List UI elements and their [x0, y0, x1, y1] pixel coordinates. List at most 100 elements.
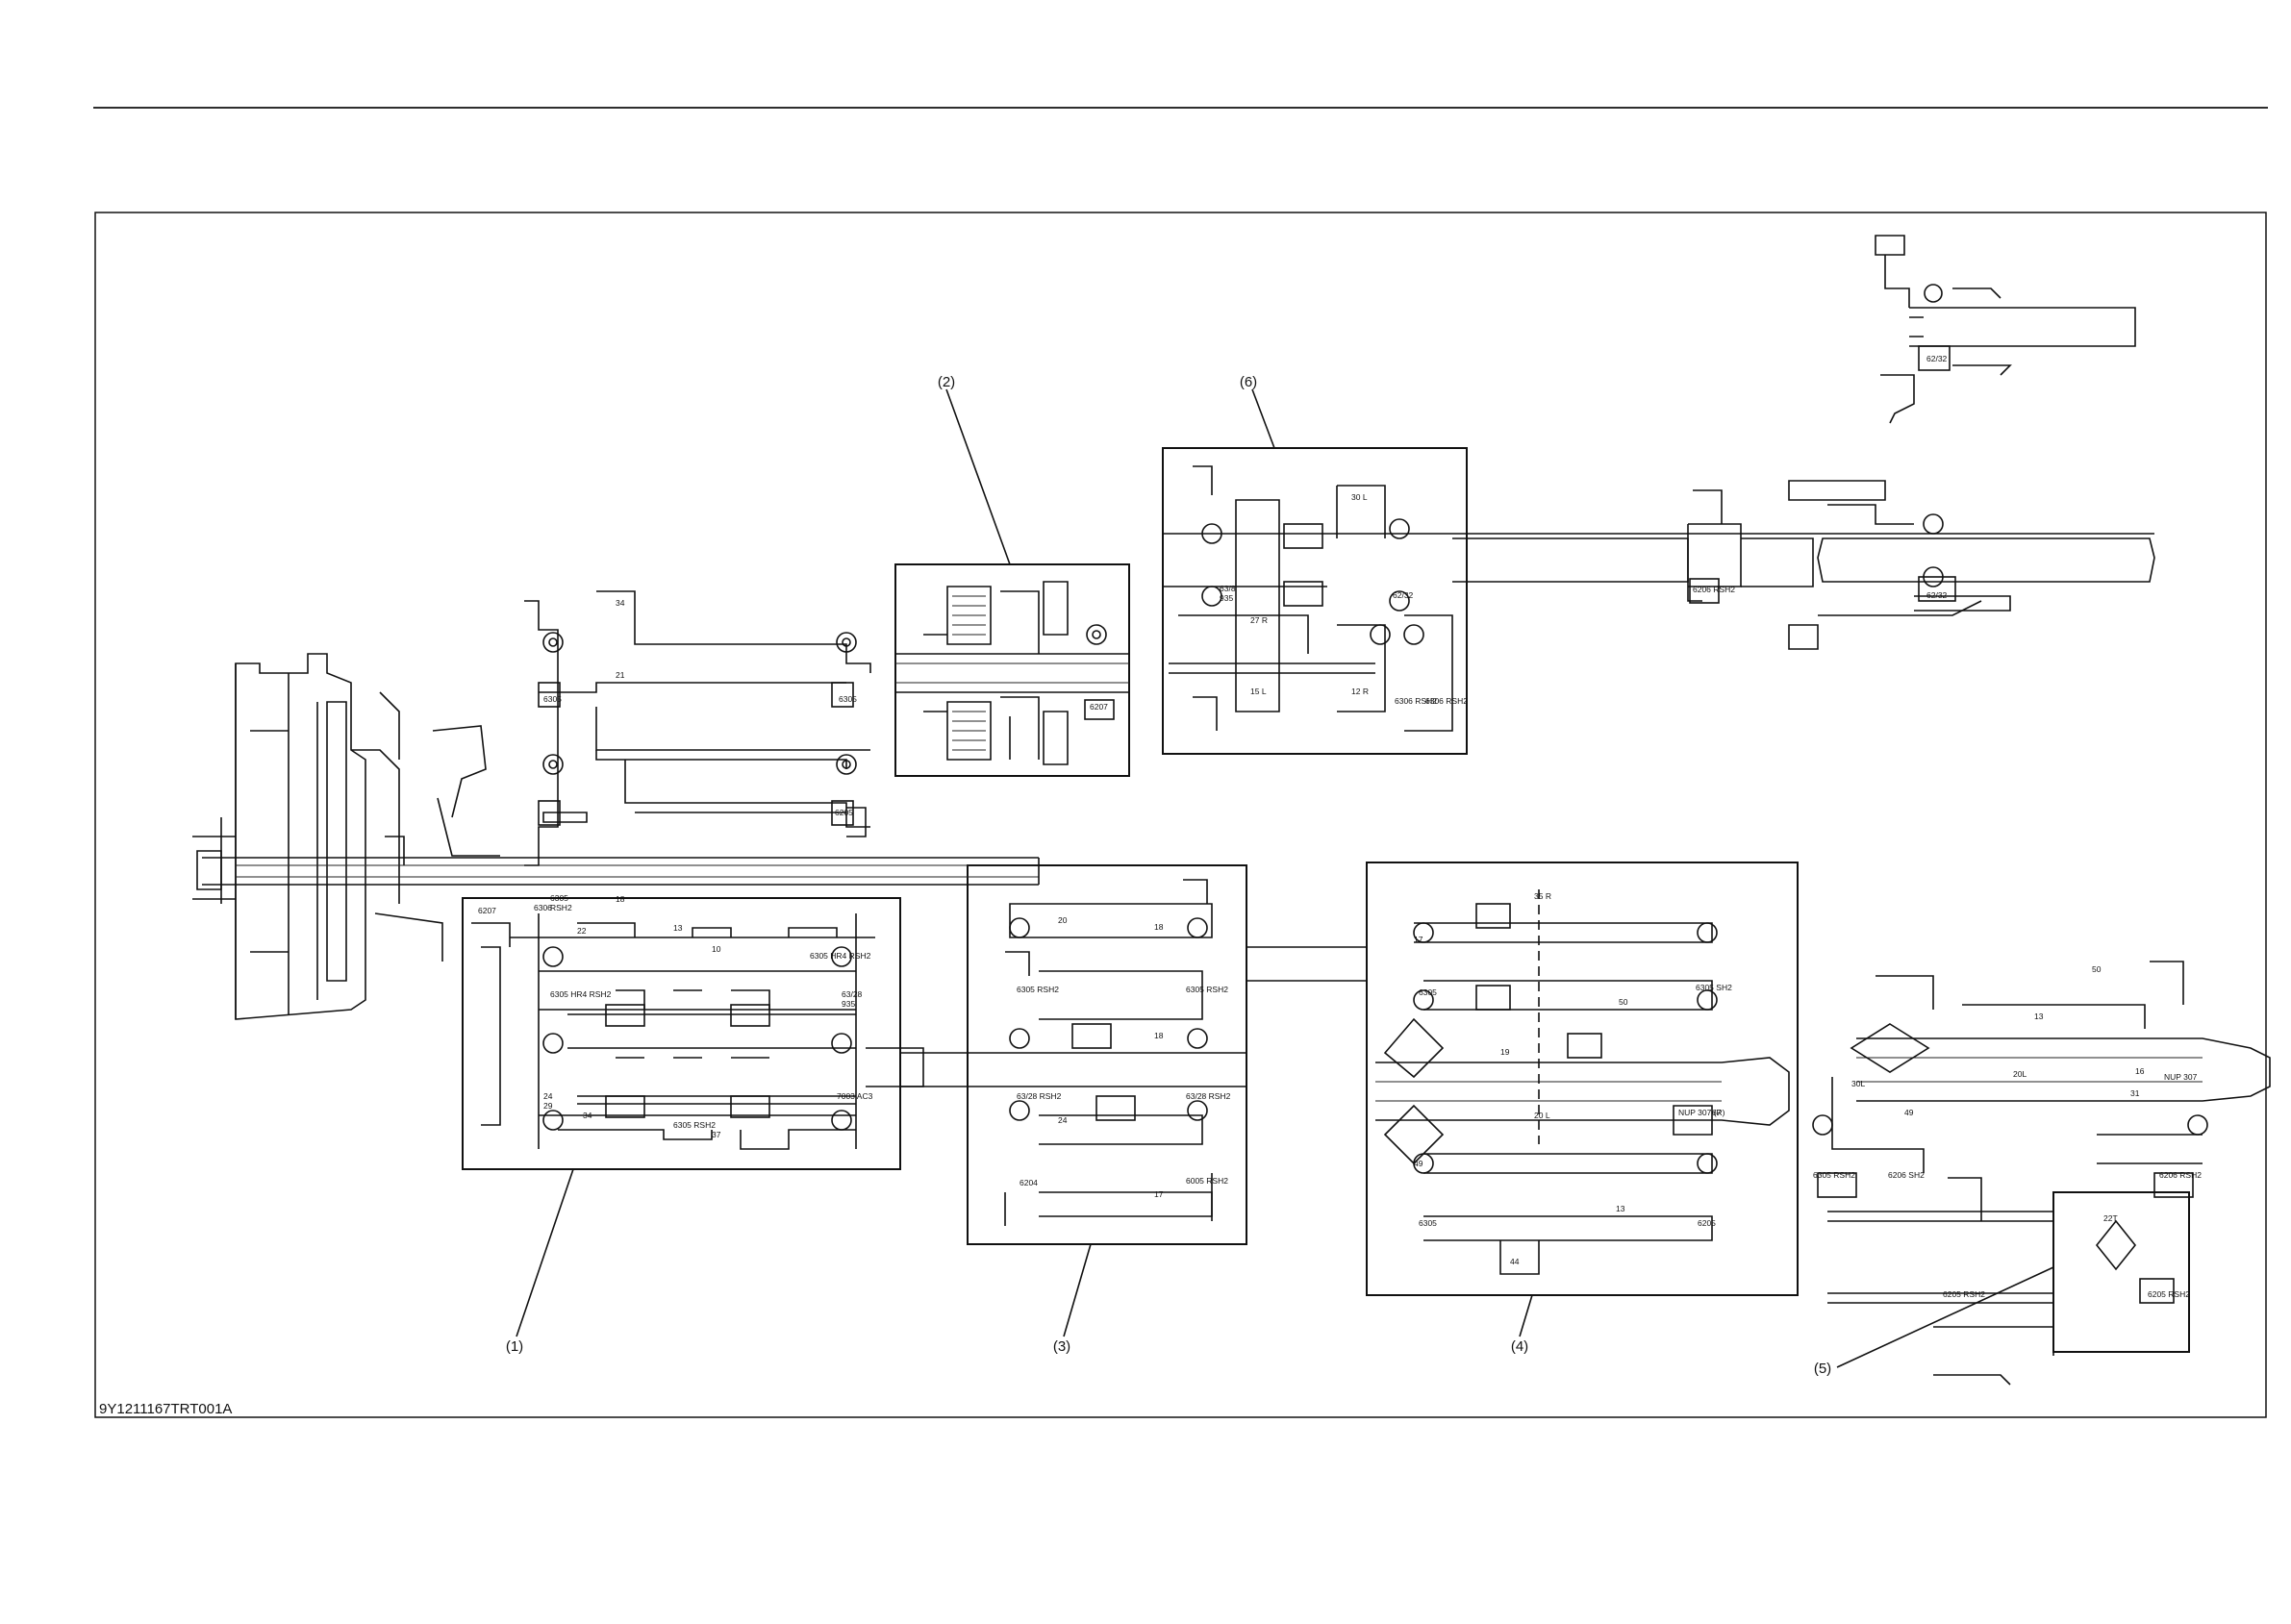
part-label-frame6-2: 935	[1220, 593, 1233, 603]
part-label-frame5-area-8: 6305 RSH2	[1813, 1170, 1855, 1180]
part-label-frame5-area-7: 31	[2130, 1088, 2140, 1098]
part-label-frame4-3: 50	[1619, 997, 1628, 1007]
frame-4-gearing-drawing	[1375, 889, 1790, 1275]
part-label-frame1-8: 6305 HR4 RSH2	[810, 951, 871, 961]
leader-line-6	[1251, 388, 1275, 449]
part-label-frame1-14: 34	[583, 1111, 592, 1120]
part-label-frame6-5: 15 L	[1250, 687, 1267, 696]
part-label-frame6-6: 12 R	[1351, 687, 1369, 696]
part-label-frame1-16: 37	[712, 1130, 721, 1139]
detail-frame-2	[894, 563, 1130, 777]
rear-output-shaft-drawing	[1452, 480, 2155, 650]
part-label-frame-top-left-1: 6305	[543, 694, 562, 704]
part-label-frame1-17: 7003 AC3	[837, 1091, 873, 1101]
part-label-frame1-2: 6306	[534, 903, 552, 912]
part-label-frame1-10: 63/28	[842, 989, 863, 999]
part-label-frame5-area-3: 20L	[2013, 1069, 2027, 1079]
frame-3-gearing-drawing	[899, 879, 1367, 1226]
part-label-frame6-3: 62/32	[1393, 590, 1414, 600]
part-label-frame1-5: 18	[616, 894, 625, 904]
part-label-frame5-area-10: 6206 RSH2	[2159, 1170, 2202, 1180]
part-label-frame4-5: 19	[1500, 1047, 1510, 1057]
part-label-frame3-10: 17	[1154, 1189, 1164, 1199]
part-label-frame6-1: 63/8	[1220, 584, 1236, 593]
detail-frame-5	[2052, 1191, 2190, 1353]
part-label-frame1-1: RSH2	[550, 903, 572, 912]
part-label-frame4-10: 13	[1616, 1204, 1625, 1213]
frame-6-gearing-drawing	[1163, 465, 2154, 732]
part-label-frame-right-top-2: 62/32	[1926, 590, 1948, 600]
part-label-frame4-13: 6205	[1698, 1218, 1716, 1228]
part-label-frame3-8: 6204	[1020, 1178, 1038, 1187]
part-label-frame4-1: 17	[1414, 935, 1423, 944]
part-label-frame1-6: 13	[673, 923, 683, 933]
part-label-frame1-3: 6207	[478, 906, 496, 915]
input-shaft-drawing	[202, 857, 1040, 886]
part-label-frame1-13: 29	[543, 1101, 553, 1111]
part-label-frame4-12: 44	[1510, 1257, 1520, 1266]
part-label-frame3-7: 63/28 RSH2	[1186, 1091, 1231, 1101]
part-label-frame3-6: 24	[1058, 1115, 1068, 1125]
upper-countershaft-drawing	[524, 590, 871, 866]
part-label-frame4-0: 35 R	[1534, 891, 1551, 901]
part-label-frame1-9: 6305 HR4 RSH2	[550, 989, 612, 999]
part-label-frame-top-left-3: 21	[616, 670, 625, 680]
part-label-frame6-8: 6306 RSH2	[1425, 696, 1468, 706]
part-label-frame1-0: 6305	[550, 893, 568, 903]
part-label-frame3-9: 6005 RSH2	[1186, 1176, 1228, 1186]
part-label-frame4-6: 49	[1414, 1159, 1423, 1168]
callout-label-4: (4)	[1511, 1338, 1528, 1355]
leader-line-1	[516, 1168, 574, 1337]
part-label-frame1-15: 6305 RSH2	[673, 1120, 716, 1130]
part-label-frame3-2: 6305 RSH2	[1017, 985, 1059, 994]
part-label-frame3-5: 63/28 RSH2	[1017, 1091, 1062, 1101]
part-label-frame1-11: 935	[842, 999, 855, 1009]
part-label-frame2-0: 6207	[1090, 702, 1108, 712]
leader-line-4	[1519, 1294, 1533, 1337]
part-label-frame5-area-5: NUP 307	[2164, 1072, 2198, 1082]
part-label-frame5-area-11: 22T	[2103, 1213, 2118, 1223]
part-label-frame6-4: 27 R	[1250, 615, 1268, 625]
part-label-frame5-area-6: 49	[1904, 1108, 1914, 1117]
frame-2-clutch-drawing	[895, 581, 1129, 765]
part-label-frame3-0: 20	[1058, 915, 1068, 925]
part-label-frame-right-top-1: 6206 RSH2	[1693, 585, 1735, 594]
part-label-frame5-area-12: 6205 RSH2	[1943, 1289, 1985, 1299]
callout-label-3: (3)	[1053, 1338, 1070, 1355]
part-label-frame5-area-13: 6205 RSH2	[2148, 1289, 2190, 1299]
part-label-frame5-area-1: 13	[2034, 1012, 2044, 1021]
frame-1-gearing-drawing	[471, 913, 924, 1150]
part-label-frame5-area-9: 6206 SH2	[1888, 1170, 1925, 1180]
part-label-frame4-11: 6305	[1419, 1218, 1437, 1228]
figure-border	[94, 212, 2267, 1418]
callout-label-1: (1)	[506, 1338, 523, 1355]
part-label-frame4-2: 6305	[1419, 987, 1437, 997]
leader-line-2	[945, 388, 1011, 565]
part-label-frame4-9: 67	[1712, 1108, 1722, 1117]
part-label-frame4-8: NUP 307 (R)	[1678, 1108, 1725, 1117]
part-label-frame6-7: 6306 RSH2	[1395, 696, 1437, 706]
part-label-frame1-7: 10	[712, 944, 721, 954]
detail-frame-6	[1162, 447, 1468, 755]
part-label-frame-top-left-2: 6305	[839, 694, 857, 704]
top-right-axle-detail-drawing	[1875, 235, 2136, 424]
part-label-frame1-12: 24	[543, 1091, 553, 1101]
detail-frame-1	[462, 897, 901, 1170]
part-label-frame1-4: 22	[577, 926, 587, 936]
part-label-frame3-4: 18	[1154, 1031, 1164, 1040]
part-label-frame-top-left-0: 34	[616, 598, 625, 608]
part-label-frame6-0: 30 L	[1351, 492, 1368, 502]
part-label-frame5-area-4: 16	[2135, 1066, 2145, 1076]
detail-frame-4	[1366, 862, 1799, 1296]
part-label-frame3-1: 18	[1154, 922, 1164, 932]
part-label-frame-right-top-0: 62/32	[1926, 354, 1948, 363]
callout-label-6: (6)	[1240, 374, 1257, 390]
part-label-frame4-4: 6305 SH2	[1696, 983, 1732, 992]
callout-label-5: (5)	[1814, 1361, 1831, 1377]
part-label-frame3-3: 6305 RSH2	[1186, 985, 1228, 994]
leader-line-5	[1836, 1266, 2054, 1368]
part-label-frame4-7: 20 L	[1534, 1111, 1550, 1120]
